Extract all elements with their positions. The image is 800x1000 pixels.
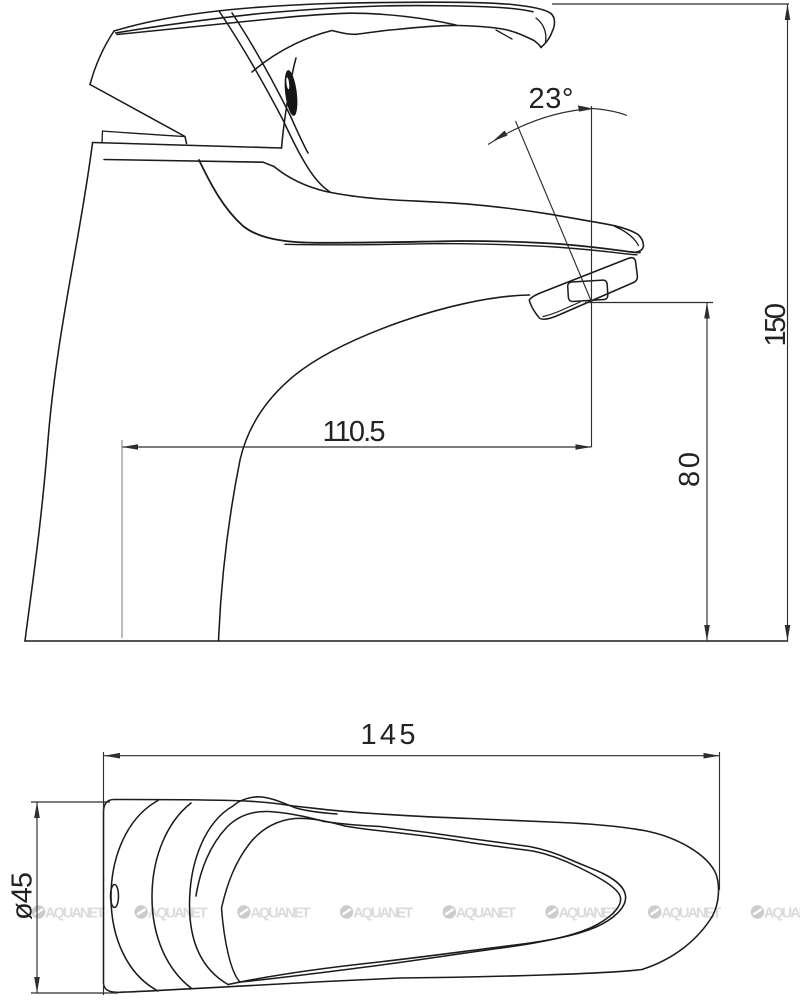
svg-text:23°: 23°	[529, 83, 574, 115]
svg-text:AQUANET: AQUANET	[45, 906, 105, 922]
svg-text:AQUANET: AQUANET	[250, 906, 310, 922]
svg-text:AQUANET: AQUANET	[148, 906, 208, 922]
svg-text:110.5: 110.5	[323, 416, 386, 448]
svg-text:AQUANET: AQUANET	[559, 906, 619, 922]
svg-text:145: 145	[361, 719, 416, 751]
svg-text:AQUANET: AQUANET	[764, 906, 800, 922]
svg-text:AQUANET: AQUANET	[353, 906, 413, 922]
svg-text:150: 150	[760, 303, 792, 347]
svg-text:AQUANET: AQUANET	[661, 906, 721, 922]
svg-text:AQUANET: AQUANET	[456, 906, 516, 922]
svg-text:ø45: ø45	[7, 872, 39, 920]
